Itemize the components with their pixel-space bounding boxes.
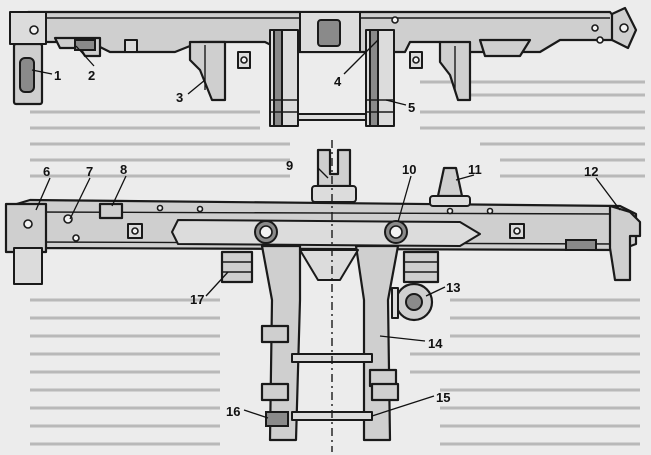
callout-6: 6 <box>43 164 50 179</box>
callout-12: 12 <box>584 164 598 179</box>
callout-leaders <box>31 39 621 419</box>
callout-15: 15 <box>436 390 450 405</box>
callout-1: 1 <box>54 68 61 83</box>
callout-13: 13 <box>446 280 460 295</box>
callout-8: 8 <box>120 162 127 177</box>
callout-11: 11 <box>468 162 482 177</box>
callout-17: 17 <box>190 292 204 307</box>
callout-2: 2 <box>88 68 95 83</box>
callout-labels: 1 2 3 4 5 6 7 8 9 10 11 12 13 14 15 16 1… <box>43 68 598 419</box>
callout-10: 10 <box>402 162 416 177</box>
callout-5: 5 <box>408 100 415 115</box>
callout-14: 14 <box>428 336 443 351</box>
callout-3: 3 <box>176 90 183 105</box>
top-frame-assembly <box>9 6 638 127</box>
bottom-frame-assembly <box>4 140 642 452</box>
callout-7: 7 <box>86 164 93 179</box>
background-text-lines <box>30 80 645 446</box>
callout-16: 16 <box>226 404 240 419</box>
callout-4: 4 <box>334 74 342 89</box>
callout-9: 9 <box>286 158 293 173</box>
